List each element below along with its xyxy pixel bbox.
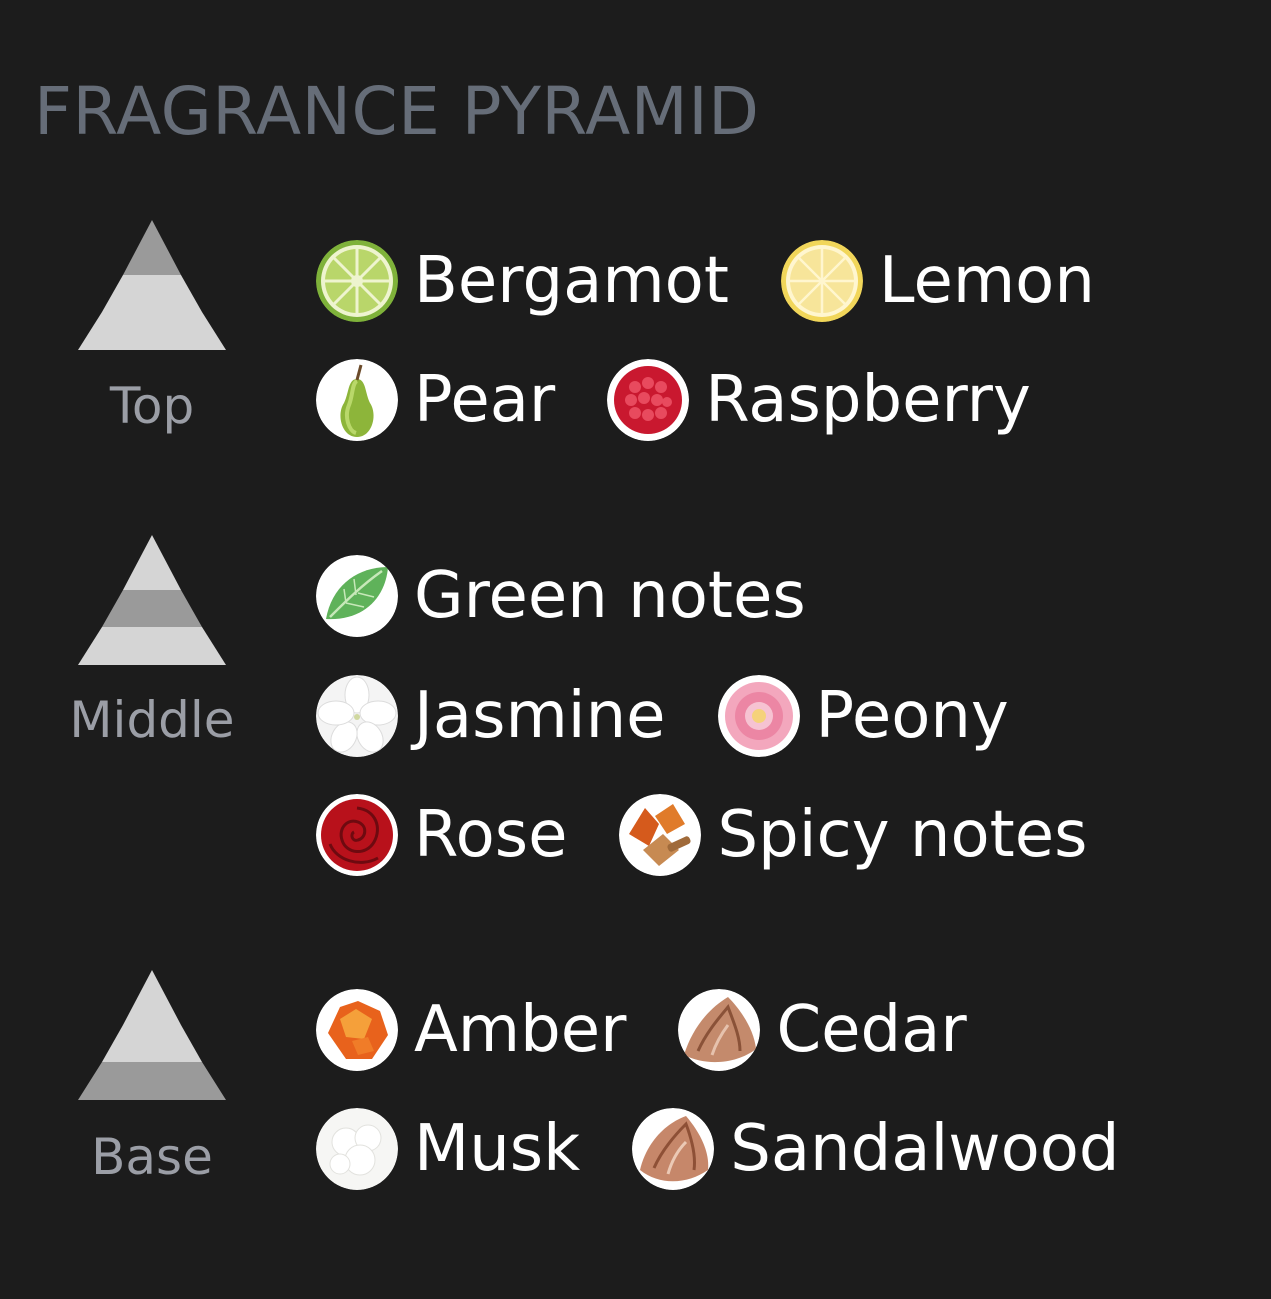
note-item: Green notes bbox=[316, 554, 806, 638]
peony-icon bbox=[717, 675, 800, 757]
note-item: Rose bbox=[316, 793, 567, 877]
note-label: Green notes bbox=[414, 559, 806, 633]
note-item: Spicy notes bbox=[619, 793, 1087, 877]
note-row: Green notes bbox=[316, 554, 858, 638]
rose-icon bbox=[316, 794, 398, 876]
cedar-wood-icon bbox=[678, 989, 761, 1071]
musk-icon bbox=[316, 1108, 398, 1190]
note-item: Lemon bbox=[780, 239, 1095, 323]
tier-label: Top bbox=[109, 377, 195, 435]
note-label: Pear bbox=[414, 363, 556, 437]
spices-icon bbox=[619, 794, 702, 876]
note-item: Amber bbox=[316, 988, 626, 1072]
tier-label: Middle bbox=[69, 691, 235, 749]
note-item: Cedar bbox=[678, 988, 967, 1072]
note-item: Sandalwood bbox=[632, 1107, 1120, 1191]
note-label: Bergamot bbox=[414, 244, 729, 318]
note-item: Raspberry bbox=[607, 358, 1031, 442]
amber-icon bbox=[316, 989, 398, 1071]
note-label: Jasmine bbox=[414, 679, 666, 753]
tier-label: Base bbox=[91, 1128, 213, 1186]
lemon-icon bbox=[780, 240, 863, 322]
note-item: Peony bbox=[717, 674, 1009, 758]
note-label: Rose bbox=[414, 798, 568, 872]
note-row: Pear Raspberry bbox=[316, 358, 1083, 442]
pyramid-base-icon bbox=[78, 970, 226, 1100]
note-row: Jasmine Peony bbox=[316, 674, 1061, 758]
green-leaf-icon bbox=[316, 555, 398, 637]
note-item: Bergamot bbox=[316, 239, 729, 323]
raspberry-icon bbox=[607, 359, 690, 441]
pyramid-middle-icon bbox=[78, 535, 226, 665]
sandalwood-icon bbox=[632, 1108, 715, 1190]
note-label: Musk bbox=[414, 1112, 581, 1186]
note-label: Amber bbox=[414, 993, 627, 1067]
page-title: FRAGRANCE PYRAMID bbox=[34, 73, 760, 150]
pyramid-top-icon bbox=[78, 220, 226, 350]
note-row: Amber Cedar bbox=[316, 988, 1019, 1072]
note-item: Musk bbox=[316, 1107, 580, 1191]
note-row: Musk Sandalwood bbox=[316, 1107, 1172, 1191]
note-item: Jasmine bbox=[316, 674, 666, 758]
note-label: Raspberry bbox=[705, 363, 1031, 437]
note-label: Lemon bbox=[878, 244, 1095, 318]
jasmine-icon bbox=[316, 675, 398, 757]
note-row: Rose Spicy notes bbox=[316, 793, 1139, 877]
note-label: Spicy notes bbox=[717, 798, 1088, 872]
note-row: Bergamot Lemon bbox=[316, 239, 1147, 323]
pear-icon bbox=[316, 359, 398, 441]
note-item: Pear bbox=[316, 358, 555, 442]
note-label: Cedar bbox=[776, 993, 967, 1067]
note-label: Sandalwood bbox=[730, 1112, 1120, 1186]
note-label: Peony bbox=[815, 679, 1009, 753]
bergamot-icon bbox=[316, 240, 398, 322]
